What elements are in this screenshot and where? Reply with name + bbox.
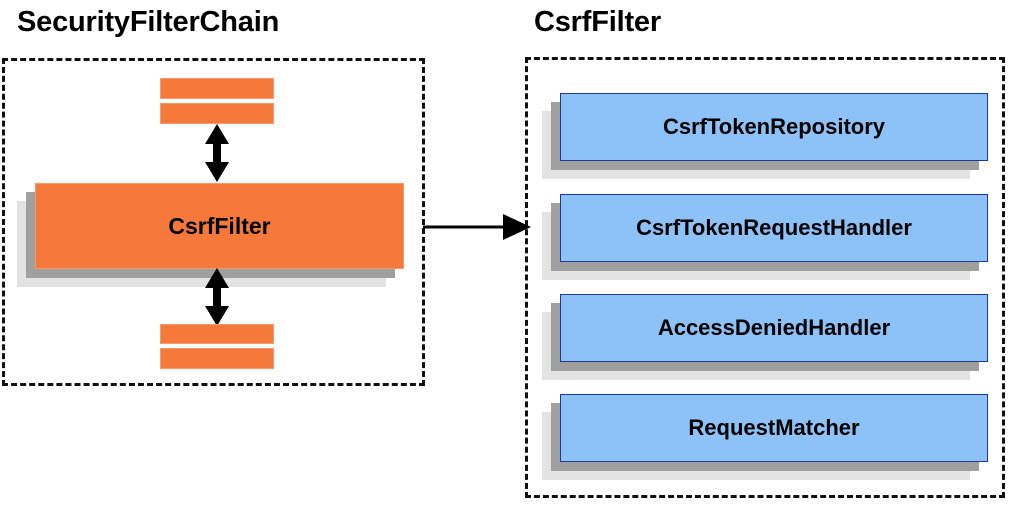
filter-bar-above-2 [160, 103, 274, 124]
component-card-label: RequestMatcher [560, 394, 988, 462]
component-card-csrf-token-request-handler: CsrfTokenRequestHandler [542, 194, 988, 280]
component-card-request-matcher: RequestMatcher [542, 394, 988, 480]
connector-arrow-chain-to-csrf [423, 212, 531, 242]
component-card-label: AccessDeniedHandler [560, 294, 988, 362]
component-card-csrf-token-repository: CsrfTokenRepository [542, 93, 988, 179]
component-card-access-denied-handler: AccessDeniedHandler [542, 294, 988, 380]
security-filter-chain-container [2, 58, 425, 386]
filter-bar-below-1 [160, 324, 274, 344]
page-title-csrf-filter: CsrfFilter [534, 6, 661, 38]
csrf-filter-block-label: CsrfFilter [35, 183, 404, 269]
filter-bar-above-1 [160, 78, 274, 99]
component-card-label: CsrfTokenRepository [560, 93, 988, 161]
page-title-security-filter-chain: SecurityFilterChain [17, 6, 280, 38]
csrf-filter-block: CsrfFilter [17, 183, 404, 287]
csrf-filter-container [525, 57, 1005, 498]
filter-bar-below-2 [160, 348, 274, 369]
arrow-up-down-top [200, 124, 234, 182]
arrow-up-down-bottom [200, 268, 234, 326]
component-card-label: CsrfTokenRequestHandler [560, 194, 988, 262]
